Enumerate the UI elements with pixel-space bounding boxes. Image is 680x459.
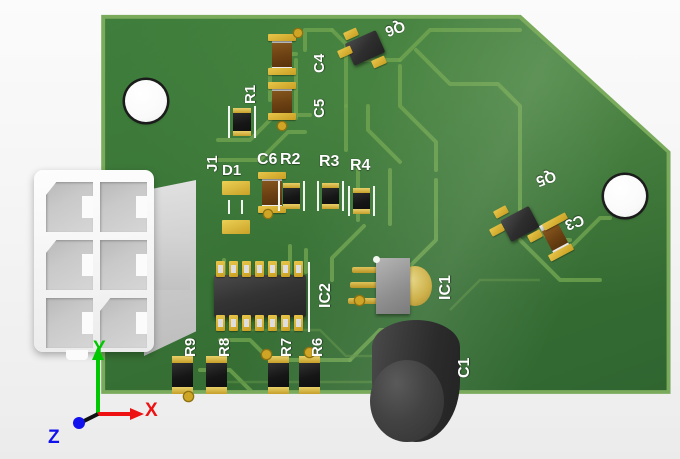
- via-R6: [305, 348, 314, 357]
- label-C1: C1: [456, 357, 473, 378]
- component-R9[interactable]: [172, 356, 193, 394]
- pad-C5-bottom: [268, 113, 296, 120]
- connector-inner-face: [154, 234, 190, 290]
- pad-C4-bottom: [268, 68, 296, 75]
- pad-C6-bottom: [258, 206, 286, 213]
- label-C5: C5: [311, 98, 328, 118]
- silk-R3-right: [342, 181, 344, 211]
- component-C4[interactable]: [272, 36, 292, 74]
- label-R7: R7: [278, 337, 295, 357]
- connector-cell-1[interactable]: [46, 182, 93, 232]
- label-R4: R4: [350, 157, 371, 174]
- label-R8: R8: [216, 337, 233, 357]
- silk-R4-right: [373, 186, 375, 216]
- c1-top-face: [370, 360, 444, 442]
- label-R1: R1: [242, 84, 259, 104]
- silk-R2-left: [278, 181, 280, 211]
- ic1-leg-1: [352, 267, 378, 273]
- connector-cell-5[interactable]: [46, 298, 93, 348]
- pad-D1-bottom: [222, 220, 250, 234]
- axis-label-y: Y: [93, 338, 106, 359]
- component-R3[interactable]: [322, 183, 339, 209]
- ic1-flat-face: [376, 258, 410, 314]
- label-C4: C4: [311, 53, 328, 73]
- pad-C4-top: [268, 34, 296, 41]
- label-R3: R3: [319, 153, 340, 170]
- silk-R1-right: [254, 106, 256, 138]
- component-R7[interactable]: [268, 356, 289, 394]
- via-IC1: [355, 296, 364, 305]
- via-C5: [278, 122, 286, 130]
- connector-cell-4[interactable]: [100, 240, 147, 290]
- via-C6: [264, 210, 272, 218]
- label-D1: D1: [222, 162, 242, 179]
- mounting-hole-left: [125, 80, 167, 122]
- orientation-axes: [73, 346, 144, 429]
- component-R8[interactable]: [206, 356, 227, 394]
- component-R4[interactable]: [353, 188, 370, 214]
- connector-cell-6[interactable]: [100, 298, 147, 348]
- silk-R2-right: [303, 181, 305, 211]
- component-IC2[interactable]: [214, 275, 306, 317]
- pad-D1-top: [222, 181, 250, 195]
- component-R2[interactable]: [283, 183, 300, 209]
- via-R7: [262, 350, 271, 359]
- via-R9: [184, 392, 193, 401]
- via-C4: [294, 29, 302, 37]
- connector-cell-2[interactable]: [100, 182, 147, 232]
- silk-R4-left: [348, 186, 350, 216]
- silk-IC1-dot: [373, 256, 380, 263]
- component-C5[interactable]: [272, 84, 292, 120]
- connector-latch-tab: [66, 350, 88, 360]
- component-R6[interactable]: [299, 356, 320, 394]
- axis-label-x: X: [145, 400, 158, 421]
- label-R6: R6: [309, 337, 326, 357]
- component-R1[interactable]: [233, 108, 251, 136]
- label-J1: J1: [204, 155, 221, 172]
- label-IC2: IC2: [317, 283, 334, 308]
- label-C6: C6: [257, 151, 278, 168]
- ic1-leg-2: [350, 282, 378, 288]
- silk-R1-left: [228, 106, 230, 138]
- silk-R3-left: [317, 181, 319, 211]
- silk-D1-b: [241, 200, 243, 214]
- label-R2: R2: [280, 151, 301, 168]
- mounting-hole-right: [604, 175, 646, 217]
- silk-IC2-edge: [308, 262, 310, 332]
- component-C1[interactable]: [370, 320, 460, 442]
- pad-C6-top: [258, 172, 286, 179]
- silk-D1-a: [228, 200, 230, 214]
- connector-J1-housing[interactable]: [8, 168, 196, 368]
- label-IC1: IC1: [437, 275, 454, 300]
- axis-label-z: Z: [48, 427, 60, 448]
- connector-cell-3[interactable]: [46, 240, 93, 290]
- component-IC1[interactable]: [348, 258, 432, 314]
- pad-C5-top: [268, 82, 296, 89]
